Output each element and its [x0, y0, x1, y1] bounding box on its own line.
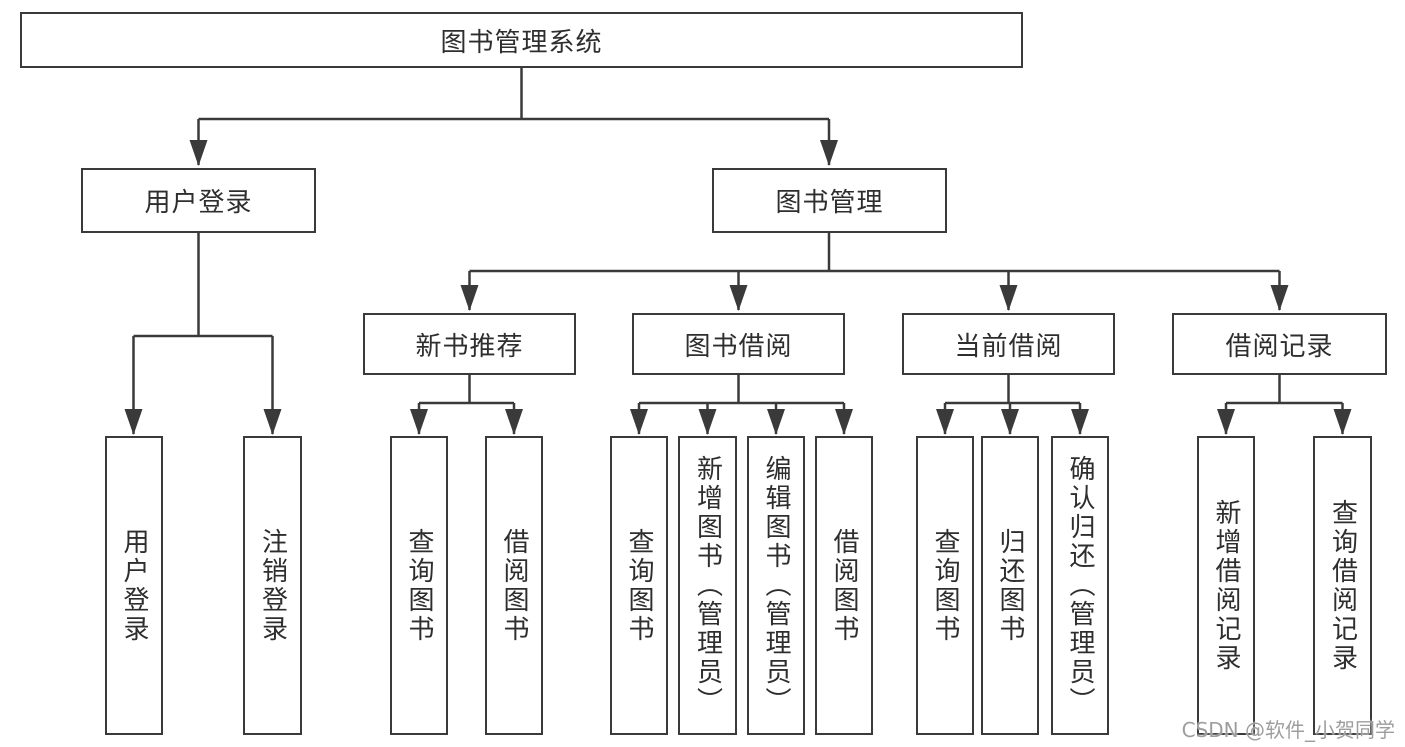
node-leaf-query-books-current: 查询图书 — [916, 436, 974, 735]
node-label: 图书借阅 — [684, 331, 793, 362]
node-label: 图书管理系统 — [440, 27, 603, 58]
node-leaf-logout: 注销登录 — [243, 436, 302, 735]
node-label: 借阅图书 — [499, 527, 529, 644]
node-new-book-recommend: 新书推荐 — [363, 313, 576, 375]
node-leaf-add-borrow-record: 新增借阅记录 — [1197, 436, 1255, 735]
node-label: 查询图书 — [624, 527, 654, 644]
node-label: 注销登录 — [257, 527, 288, 644]
node-label: 新增图书（管理员） — [692, 455, 723, 716]
node-label: 编辑图书（管理员） — [761, 455, 791, 716]
node-leaf-return-books: 归还图书 — [981, 436, 1039, 735]
node-leaf-user-login: 用户登录 — [105, 436, 163, 735]
node-leaf-borrow-books-recommend: 借阅图书 — [485, 436, 543, 735]
node-label: 借阅记录 — [1225, 331, 1334, 362]
node-leaf-edit-books-admin: 编辑图书（管理员） — [747, 436, 805, 735]
node-label: 查询图书 — [404, 527, 434, 644]
node-user-login: 用户登录 — [81, 168, 316, 233]
node-label: 图书管理 — [775, 188, 884, 218]
node-label: 新书推荐 — [415, 331, 524, 362]
node-book-borrowing: 图书借阅 — [632, 313, 845, 375]
node-book-management: 图书管理 — [712, 168, 947, 233]
node-current-borrowing: 当前借阅 — [902, 313, 1115, 375]
node-label: 借阅图书 — [829, 527, 859, 644]
node-label: 查询借阅记录 — [1327, 498, 1358, 673]
node-leaf-borrow-books: 借阅图书 — [815, 436, 873, 735]
node-label: 用户登录 — [144, 188, 253, 218]
node-leaf-add-books-admin: 新增图书（管理员） — [678, 436, 737, 735]
csdn-watermark: CSDN @软件_小贺同学 — [1181, 718, 1395, 742]
node-leaf-query-books-recommend: 查询图书 — [390, 436, 448, 735]
node-label: 当前借阅 — [954, 331, 1063, 362]
node-leaf-query-books: 查询图书 — [610, 436, 668, 735]
node-label: 确认归还（管理员） — [1065, 455, 1095, 716]
node-label: 查询图书 — [930, 527, 960, 644]
node-leaf-confirm-return-admin: 确认归还（管理员） — [1051, 436, 1109, 735]
node-library-management-system: 图书管理系统 — [20, 12, 1023, 68]
node-label: 用户登录 — [119, 527, 149, 644]
node-label: 新增借阅记录 — [1211, 498, 1241, 673]
node-borrowing-records: 借阅记录 — [1172, 313, 1387, 375]
node-leaf-query-borrow-record: 查询借阅记录 — [1313, 436, 1372, 735]
node-label: 归还图书 — [995, 527, 1025, 644]
